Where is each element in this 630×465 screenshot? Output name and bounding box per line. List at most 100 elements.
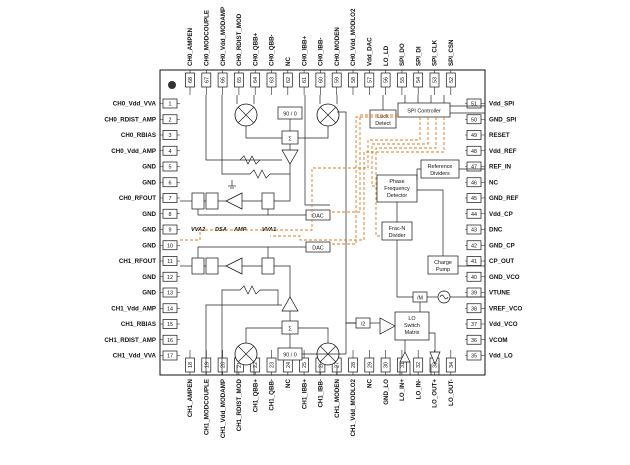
pin-left-pad bbox=[162, 193, 178, 203]
pin-right-label: VREF_VCO bbox=[489, 305, 523, 312]
pin-top-pad bbox=[201, 72, 212, 88]
pin-top-label: SPI_DI bbox=[415, 46, 422, 66]
pin-bottom-label: LO_OUT- bbox=[448, 379, 455, 406]
ch0-vva1 bbox=[261, 192, 275, 210]
pin-right-pad bbox=[466, 319, 482, 329]
ch0-modulator: 90 / 0 Σ bbox=[205, 95, 340, 206]
ch0-vva2 bbox=[191, 192, 205, 210]
pin-right-label: NC bbox=[489, 179, 498, 186]
lo-switch-label-3: Matrix bbox=[405, 330, 420, 336]
ch1-phase-label: 90 / 0 bbox=[283, 353, 297, 359]
fracn-divider-label-2: Divider bbox=[389, 233, 406, 239]
pin-top-label: CH0_MODEN bbox=[334, 27, 341, 66]
pin-right-pad bbox=[466, 177, 482, 188]
chip-package-outline bbox=[159, 69, 486, 376]
pin-right-number: 47 bbox=[471, 165, 477, 171]
pin-left-pad bbox=[162, 177, 178, 188]
pin-left-number: 16 bbox=[167, 338, 173, 344]
pin-top-pad bbox=[364, 72, 375, 88]
pin-right-pad bbox=[466, 193, 482, 203]
pin-bottom-number: 22 bbox=[253, 362, 259, 368]
pin-right-number: 41 bbox=[471, 259, 477, 265]
pin-left-number: 5 bbox=[169, 165, 172, 171]
pin-top-number: 66 bbox=[221, 77, 227, 83]
pin-left-label: GND bbox=[142, 211, 156, 218]
pin-bottom-label: CH1_MODCOUPLE bbox=[204, 379, 211, 435]
pins-top: 68CH0_AMPEN67CH0_MODCOUPLE66CH0_Vdd_MODA… bbox=[185, 7, 456, 95]
pin-top-number: 53 bbox=[433, 77, 439, 83]
pin-right-label: CP_OUT bbox=[489, 258, 514, 265]
pin-right-pad bbox=[466, 256, 482, 266]
pin-bottom-pad bbox=[445, 357, 456, 373]
pin-right-label: VCOM bbox=[489, 337, 508, 344]
pin-left-label: CH0_RFOUT bbox=[119, 195, 156, 202]
pin-left-label: CH1_RBIAS bbox=[121, 321, 156, 328]
pin-top-number: 65 bbox=[237, 77, 243, 83]
pin-top-label: CH0_QBB- bbox=[269, 34, 276, 66]
pin-top-label: CH0_QBB+ bbox=[252, 32, 259, 66]
pin-right-number: 42 bbox=[471, 243, 477, 249]
pin-bottom-number: 30 bbox=[384, 362, 390, 368]
pin-top-label: CH0_MODCOUPLE bbox=[204, 10, 211, 66]
pin-top-number: 67 bbox=[204, 77, 210, 83]
pin-bottom-pad bbox=[185, 357, 195, 373]
pin-bottom-number: 18 bbox=[188, 362, 194, 368]
pin-bottom-number: 28 bbox=[351, 362, 357, 368]
ch0-summer-label: Σ bbox=[288, 137, 292, 143]
pin-left-label: GND bbox=[142, 179, 156, 186]
pin-bottom-label: LO_IN- bbox=[415, 379, 422, 399]
pin-bottom-pad bbox=[217, 357, 228, 373]
pin-bottom-pad bbox=[364, 357, 375, 373]
pin-left-label: GND bbox=[142, 274, 156, 281]
pin-bottom-number: 26 bbox=[318, 362, 324, 368]
pin-top-number: 57 bbox=[367, 77, 373, 83]
pin-right-label: Vdd_REF bbox=[489, 148, 517, 155]
ch0-dsa bbox=[205, 192, 219, 210]
pfd-label-3: Detector bbox=[387, 193, 408, 199]
pin-left-number: 12 bbox=[167, 275, 173, 281]
pin-left-number: 11 bbox=[167, 259, 173, 265]
spi-controller-block bbox=[397, 102, 451, 118]
pin-right-pad bbox=[466, 114, 482, 125]
spi-controller-label: SPI Controller bbox=[407, 109, 441, 115]
pin-right-number: 36 bbox=[471, 338, 477, 344]
label-vva1: VVA1 bbox=[262, 227, 276, 233]
pin-bottom-label: CH1_QBB+ bbox=[252, 379, 259, 413]
pin-left-label: CH0_Vdd_VVA bbox=[113, 101, 157, 108]
pin-top-label: CH0_AMPEN bbox=[187, 27, 194, 66]
charge-pump-label-2: Pump bbox=[436, 267, 450, 273]
pin-bottom-number: 19 bbox=[204, 362, 210, 368]
pin-top-pad bbox=[217, 72, 228, 88]
pin-top-pad bbox=[397, 72, 407, 88]
pin-bottom-number: 29 bbox=[367, 362, 373, 368]
ch1-dac-label: DAC bbox=[312, 246, 323, 252]
pin-left-pad bbox=[162, 114, 178, 125]
pin-top-label: SPI_DO bbox=[399, 43, 406, 66]
pin-right-number: 50 bbox=[471, 117, 477, 123]
label-amp: AMP bbox=[233, 227, 247, 233]
lock-detect-label-2: Detect bbox=[375, 121, 391, 127]
pin-left-pad bbox=[162, 303, 178, 314]
pin-left-number: 17 bbox=[167, 354, 173, 360]
pin-bottom-number: 24 bbox=[286, 362, 292, 368]
pin-left-number: 13 bbox=[167, 291, 173, 297]
pin-left-pad bbox=[162, 161, 178, 172]
pfd-label-2: Frequency bbox=[384, 186, 410, 192]
ch1-rf-amp bbox=[225, 257, 243, 275]
lo-switch-matrix-block bbox=[394, 311, 430, 341]
pin-top-number: 55 bbox=[400, 77, 406, 83]
reference-dividers-label-1: Reference bbox=[428, 164, 453, 170]
pin-top-number: 64 bbox=[253, 77, 259, 83]
ch1-rf-chain: DAC bbox=[180, 241, 331, 297]
pin-left-label: GND bbox=[142, 242, 156, 249]
pin-top-label: CH0_IBB+ bbox=[301, 36, 308, 66]
pin-top-pad bbox=[250, 72, 261, 88]
pin-left-number: 1 bbox=[169, 102, 172, 108]
pin-left-number: 14 bbox=[167, 306, 173, 312]
pin-right-pad bbox=[466, 208, 482, 219]
pin-top-pad bbox=[331, 72, 342, 88]
reference-dividers-label-2: Dividers bbox=[430, 171, 450, 177]
pin-right-number: 45 bbox=[471, 196, 477, 202]
div2-label: /2 bbox=[361, 322, 366, 328]
pin-bottom-label: LO_IN+ bbox=[399, 379, 406, 401]
